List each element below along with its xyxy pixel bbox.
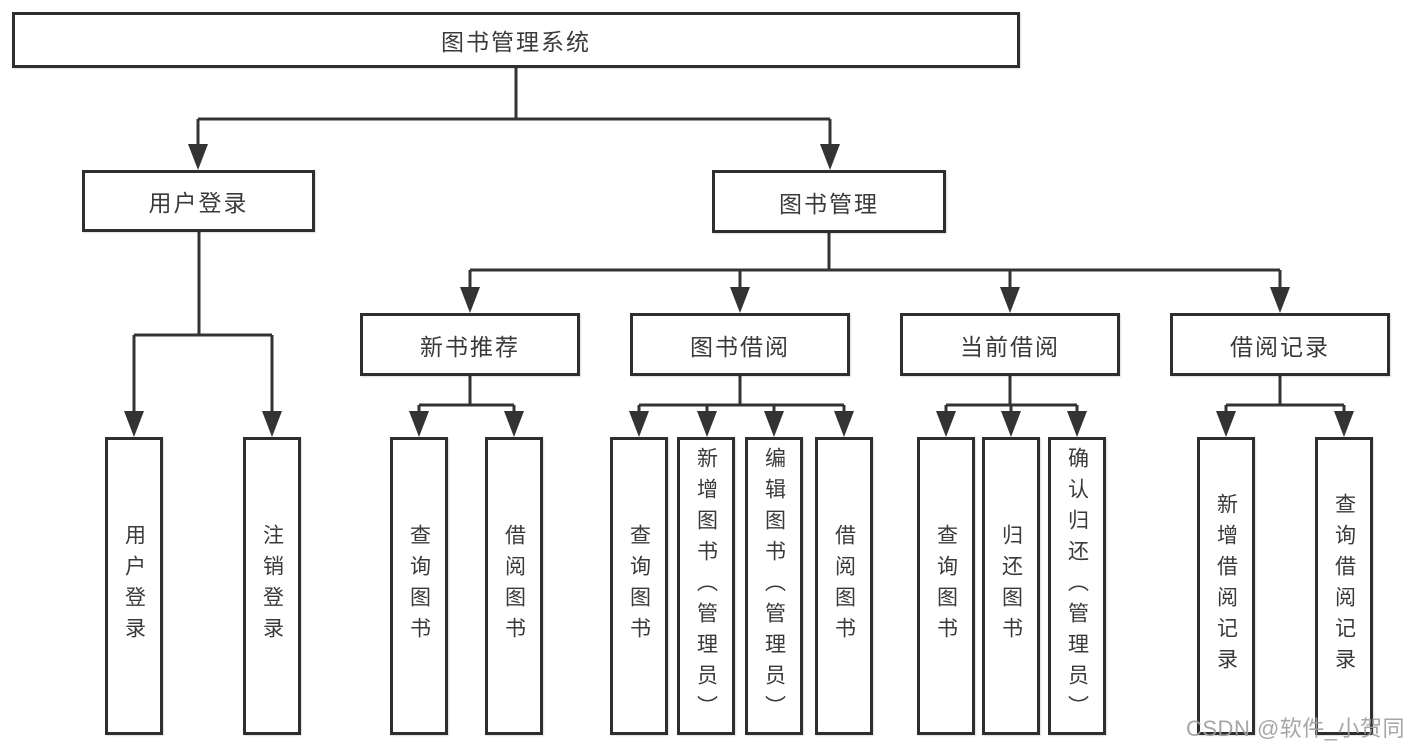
leaf-borrow-books: 借阅图书 [815,437,873,735]
leaf-label: 查询借阅记录 [1332,493,1356,679]
leaf-label: 查询图书 [934,524,958,648]
leaf-label: 用户登录 [122,524,146,648]
node-user-login-branch: 用户登录 [82,170,315,232]
csdn-watermark: CSDN @软件_小贺同学 [1186,716,1405,741]
leaf-add-book-admin: 新增图书（管理员） [677,437,735,735]
leaf-label: 查询图书 [407,524,431,648]
leaf-borrow-books-recommend: 借阅图书 [485,437,543,735]
leaf-label: 确认归还（管理员） [1065,446,1089,726]
leaf-label: 注销登录 [260,524,284,648]
leaf-label: 新增图书（管理员） [694,446,718,726]
leaf-query-borrow-record: 查询借阅记录 [1315,437,1373,735]
leaf-add-borrow-record: 新增借阅记录 [1197,437,1255,735]
node-book-borrow: 图书借阅 [630,313,850,376]
leaf-edit-book-admin: 编辑图书（管理员） [745,437,803,735]
leaf-logout: 注销登录 [243,437,301,735]
leaf-label: 查询图书 [627,524,651,648]
leaf-label: 新增借阅记录 [1214,493,1238,679]
leaf-confirm-return-admin: 确认归还（管理员） [1048,437,1106,735]
arrowheads [124,144,1354,437]
leaf-query-books-borrow: 查询图书 [610,437,668,735]
leaf-query-books-recommend: 查询图书 [390,437,448,735]
node-root-library-system: 图书管理系统 [12,12,1020,68]
leaf-return-book: 归还图书 [982,437,1040,735]
node-book-management-branch: 图书管理 [712,170,946,233]
leaf-label: 编辑图书（管理员） [762,446,786,726]
leaf-label: 借阅图书 [502,524,526,648]
node-new-book-recommend: 新书推荐 [360,313,580,376]
leaf-label: 归还图书 [999,524,1023,648]
leaf-user-login: 用户登录 [105,437,163,735]
node-borrow-records: 借阅记录 [1170,313,1390,376]
leaf-query-books-current: 查询图书 [917,437,975,735]
node-current-borrow: 当前借阅 [900,313,1120,376]
leaf-label: 借阅图书 [832,524,856,648]
connector-stems [132,68,1346,417]
